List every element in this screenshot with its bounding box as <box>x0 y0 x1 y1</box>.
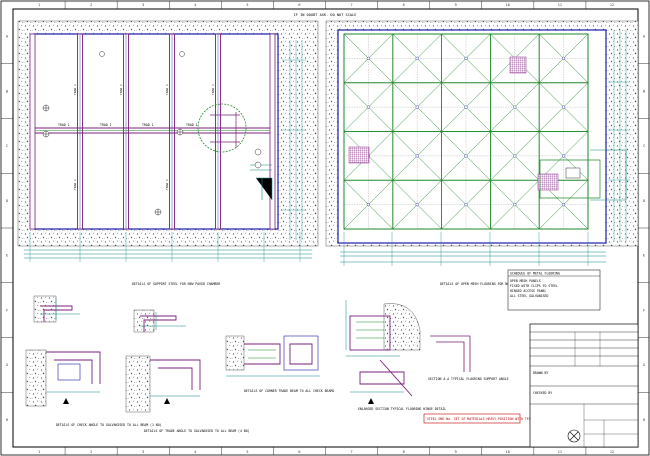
support-beam <box>169 33 175 230</box>
north-arrow-icon <box>63 398 374 404</box>
company-logo-icon <box>567 429 581 443</box>
zone-number: 8 <box>403 3 405 7</box>
support-beam <box>123 33 129 230</box>
zone-number: 4 <box>194 450 196 454</box>
detail-check-angle: DETAILS OF CHECK ANGLE TO GALVANISED TO … <box>25 295 162 427</box>
zone-number: 4 <box>194 3 196 7</box>
zone-number: 5 <box>246 450 248 454</box>
zone-number: 3 <box>142 3 144 7</box>
zone-letter: H <box>6 418 8 422</box>
notes-line: FIXED WITH CLIPS TO STEEL <box>510 284 558 288</box>
svg-text:TRAD 1: TRAD 1 <box>73 84 77 95</box>
support-steel-title: DETAILS OF SUPPORT STEEL FOR NEW PAVED C… <box>132 282 220 286</box>
open-mesh-title: DETAILS OF OPEN MESH FLOORING FOR NEW PA… <box>440 282 551 286</box>
zone-letter: G <box>643 363 645 367</box>
zone-letter: A <box>643 35 646 39</box>
top-note: IF IN DOUBT ASK. DO NOT SCALE <box>294 13 357 17</box>
red-note-text: STEEL ONE No. SET OF MATERIALS HEAVY POS… <box>427 417 533 421</box>
mesh-panel <box>441 131 491 181</box>
title-block: DRAWN BY CHECKED BY <box>529 323 639 448</box>
svg-text:TRAD 1: TRAD 1 <box>165 179 169 190</box>
detail-support-angle: SECTION A-A TYPICAL FLOORING SUPPORT ANG… <box>428 335 509 381</box>
svg-text:TRAD 1: TRAD 1 <box>73 179 77 190</box>
zone-number: 1 <box>38 3 40 7</box>
zone-number: 10 <box>506 3 510 7</box>
section-label: DETAILS OF CORNER TRADE BEAM TO ALL CHEC… <box>244 389 334 393</box>
notes-line: OPEN MESH PANELS <box>510 279 541 283</box>
zone-number: 10 <box>506 450 510 454</box>
zone-letter: E <box>643 254 645 258</box>
left-plan: TRAD 1 TRAD 1 TRAD 1 TRAD 1 TRAD 1 TRAD … <box>17 20 319 262</box>
mesh-panel <box>343 179 394 230</box>
zone-number: 11 <box>558 3 562 7</box>
mesh-panel <box>538 82 589 132</box>
zone-number: 6 <box>298 3 300 7</box>
notes-line: ALL STEEL GALVANISED <box>510 294 548 298</box>
detail-trade-angle: DETAILS OF TRADE ANGLE TO GALVANISED TO … <box>125 309 250 433</box>
zone-letter: E <box>6 254 8 258</box>
red-note: STEEL ONE No. SET OF MATERIALS HEAVY POS… <box>423 413 533 424</box>
checked-label: CHECKED BY <box>533 391 552 395</box>
mesh-panel <box>392 131 442 181</box>
beam-label: TRAD 1 <box>100 123 112 127</box>
zone-letter: C <box>643 144 645 148</box>
detail-corner-beam: DETAILS OF CORNER TRADE BEAM TO ALL CHEC… <box>225 335 334 393</box>
zone-number: 2 <box>90 3 92 7</box>
mesh-panel <box>538 33 589 84</box>
zone-number: 1 <box>38 450 40 454</box>
detail-hinge: ENLARGED SECTION TYPICAL FLOORING HINGE … <box>345 300 446 411</box>
support-beam <box>215 33 221 230</box>
zone-letter: G <box>6 363 8 367</box>
svg-text:TRAD 1: TRAD 1 <box>211 84 215 95</box>
zone-number: 9 <box>455 3 457 7</box>
svg-text:TRAD 1: TRAD 1 <box>165 84 169 95</box>
zone-letter: F <box>6 308 8 312</box>
notes-title: SCHEDULE OF METAL FLOORING <box>510 272 560 276</box>
zone-number: 5 <box>246 3 248 7</box>
drawn-label: DRAWN BY <box>533 371 548 375</box>
zone-number: 7 <box>350 450 352 454</box>
zone-letter: B <box>643 89 645 93</box>
support-beams <box>77 33 221 230</box>
zone-letter: A <box>6 35 9 39</box>
beam-label: TRAD 1 <box>186 123 198 127</box>
zone-number: 11 <box>558 450 562 454</box>
zone-number: 6 <box>298 450 300 454</box>
section-label: DETAILS OF CHECK ANGLE TO GALVANISED TO … <box>56 423 162 427</box>
zone-number: 2 <box>90 450 92 454</box>
zone-number: 3 <box>142 450 144 454</box>
zone-letter: B <box>6 89 8 93</box>
section-label: ENLARGED SECTION TYPICAL FLOORING HINGE … <box>358 407 446 411</box>
beam-label: TRAD 1 <box>142 123 154 127</box>
zone-letter: H <box>643 418 645 422</box>
beam-label: TRAD 1 <box>58 123 70 127</box>
mesh-panel <box>441 179 491 230</box>
notes-line: HINGED ACCESS PANEL <box>510 289 547 293</box>
zone-number: 7 <box>350 3 352 7</box>
section-label: SECTION A-A TYPICAL FLOORING SUPPORT ANG… <box>428 377 509 381</box>
zone-letter: F <box>643 308 645 312</box>
zone-letters-side: A A B B C C D D E E F F G G H H <box>1 35 649 422</box>
zone-letter: D <box>6 199 8 203</box>
section-label: DETAILS OF TRADE ANGLE TO GALVANISED TO … <box>144 429 250 433</box>
svg-text:TRAD 1: TRAD 1 <box>119 84 123 95</box>
zone-number: 12 <box>610 3 614 7</box>
right-plan <box>325 20 639 266</box>
zone-number: 12 <box>610 450 614 454</box>
zone-letter: D <box>643 199 645 203</box>
notes-box: SCHEDULE OF METAL FLOORING OPEN MESH PAN… <box>507 269 601 311</box>
zone-number: 9 <box>455 450 457 454</box>
support-beam <box>77 33 83 230</box>
zone-letter: C <box>6 144 8 148</box>
zone-number: 8 <box>403 450 405 454</box>
